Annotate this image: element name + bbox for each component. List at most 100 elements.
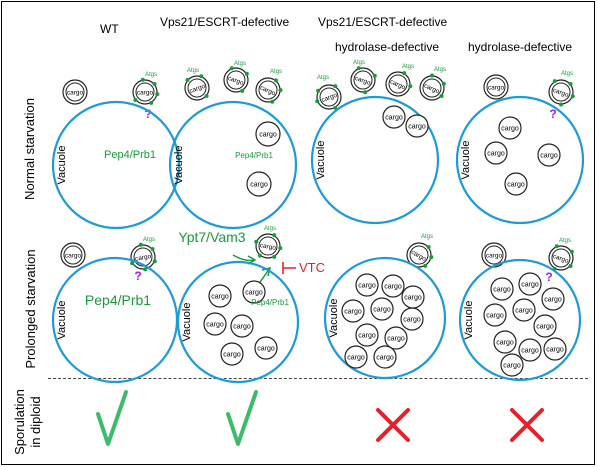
cargo-label: cargo bbox=[496, 340, 514, 347]
atg-protein-dot bbox=[429, 255, 434, 260]
column-title-vps21: Vps21/ESCRT-defective bbox=[160, 15, 290, 29]
pep4-prb1-label: Pep4/Prb1 bbox=[235, 151, 273, 160]
atg-protein-dot bbox=[229, 66, 234, 71]
atg-protein-dot bbox=[315, 99, 320, 104]
autophagic-body bbox=[370, 297, 394, 321]
sporulation-check-icon bbox=[96, 390, 128, 446]
autophagic-body bbox=[537, 143, 561, 167]
column-title-vps21-hydrolase-line2: hydrolase-defective bbox=[335, 40, 440, 54]
atgs-label: Atgs bbox=[234, 61, 246, 67]
cargo-label: cargo bbox=[344, 309, 362, 316]
autophagic-body bbox=[255, 121, 281, 147]
cargo-label: cargo bbox=[358, 333, 376, 340]
atg-protein-dot bbox=[257, 253, 262, 258]
atg-protein-dot bbox=[426, 244, 431, 249]
autophagic-body bbox=[493, 330, 517, 354]
atg-protein-dot bbox=[272, 233, 277, 238]
autophagosome-inner-membrane bbox=[187, 78, 207, 98]
cargo-label: cargo bbox=[487, 151, 505, 158]
cargo-label: cargo bbox=[211, 294, 229, 301]
atg-protein-dot bbox=[133, 98, 138, 103]
atg-protein-dot bbox=[204, 94, 209, 99]
vacuole-label: Vacuole bbox=[173, 146, 185, 185]
autophagosome-inner-membrane bbox=[63, 245, 83, 265]
autophagic-body bbox=[373, 345, 397, 369]
ypt7-vam3-arrow bbox=[232, 254, 255, 262]
atg-protein-dot bbox=[272, 254, 277, 259]
atg-protein-dot bbox=[185, 77, 190, 82]
atg-protein-dot bbox=[278, 88, 283, 92]
autophagosome-inner-membrane bbox=[258, 236, 278, 256]
vacuole-membrane bbox=[168, 100, 298, 230]
atg-protein-dot bbox=[152, 259, 157, 264]
autophagic-body bbox=[483, 303, 507, 327]
cargo-label: cargo bbox=[486, 253, 503, 260]
atg-protein-dot bbox=[152, 81, 157, 86]
autophagosome-inner-membrane bbox=[353, 70, 373, 90]
atg-protein-dot bbox=[130, 261, 135, 266]
cargo-label: cargo bbox=[488, 85, 505, 92]
autophagic-body bbox=[500, 353, 524, 377]
atg-protein-dot bbox=[150, 246, 155, 251]
autophagosome-inner-membrane bbox=[551, 248, 571, 268]
cargo-label: cargo bbox=[233, 324, 251, 331]
cargo-label: cargo bbox=[521, 282, 539, 289]
atg-protein-dot bbox=[270, 99, 275, 104]
pep4-prb1-label: Pep4/Prb1 bbox=[251, 298, 289, 307]
atgs-label: Atgs bbox=[353, 60, 365, 66]
question-mark: ? bbox=[144, 107, 151, 121]
cargo-label: cargo bbox=[223, 352, 241, 359]
cargo-label: cargo bbox=[65, 253, 82, 260]
sporulation-divider bbox=[48, 378, 588, 379]
atg-protein-dot bbox=[155, 92, 160, 97]
atgs-label: Atgs bbox=[143, 237, 155, 243]
autophagosome-inner-membrane bbox=[409, 245, 429, 265]
atg-protein-dot bbox=[568, 81, 573, 86]
question-mark: ? bbox=[549, 107, 556, 121]
atg-protein-dot bbox=[554, 244, 559, 249]
cargo-label: cargo bbox=[373, 307, 391, 314]
autophagic-body bbox=[543, 337, 567, 361]
cargo-label: cargo bbox=[540, 153, 558, 160]
autophagosome-inner-membrane bbox=[319, 87, 339, 107]
autophagosome-inner-membrane bbox=[551, 82, 571, 102]
autophagic-body bbox=[405, 114, 429, 138]
vacuole-membrane bbox=[51, 256, 179, 384]
vacuole-membrane bbox=[51, 100, 181, 230]
cargo-label: cargo bbox=[387, 336, 405, 343]
vacuole-membrane bbox=[310, 95, 440, 225]
vacuole-label: Vacuole bbox=[56, 146, 68, 185]
pep4-prb1-label: Pep4/Prb1 bbox=[104, 149, 156, 161]
pep4-prb1-label: Pep4/Prb1 bbox=[85, 292, 151, 308]
autophagic-body bbox=[533, 314, 557, 338]
cargo-label: cargo bbox=[546, 347, 564, 354]
atg-protein-dot bbox=[430, 73, 434, 78]
cargo-label: cargo bbox=[137, 90, 154, 97]
atg-protein-dot bbox=[569, 249, 574, 254]
atg-protein-dot bbox=[199, 74, 204, 79]
cargo-label: cargo bbox=[259, 242, 277, 252]
atg-protein-dot bbox=[244, 71, 249, 76]
autophagosome-inner-membrane bbox=[422, 78, 442, 98]
atg-protein-dot bbox=[570, 94, 575, 99]
atg-protein-dot bbox=[552, 79, 557, 84]
column-title-hydrolase: hydrolase-defective bbox=[468, 40, 573, 54]
atg-protein-dot bbox=[568, 264, 573, 269]
atg-protein-dot bbox=[363, 90, 368, 95]
atg-protein-dot bbox=[439, 94, 444, 99]
fusion-arrowhead bbox=[261, 266, 272, 277]
cargo-label: cargo bbox=[521, 348, 539, 355]
cargo-label: cargo bbox=[135, 253, 153, 263]
cargo-label: cargo bbox=[376, 355, 394, 362]
autophagic-body bbox=[220, 342, 244, 366]
vacuole-membrane bbox=[458, 258, 582, 382]
autophagic-body bbox=[242, 280, 266, 304]
autophagosome-inner-membrane bbox=[65, 82, 85, 102]
atgs-label: Atgs bbox=[187, 68, 199, 74]
vtc-label: VTC bbox=[299, 260, 325, 275]
atgs-label: Atgs bbox=[317, 75, 329, 81]
vacuole-membrane bbox=[323, 256, 447, 380]
cargo-label: cargo bbox=[408, 124, 426, 131]
